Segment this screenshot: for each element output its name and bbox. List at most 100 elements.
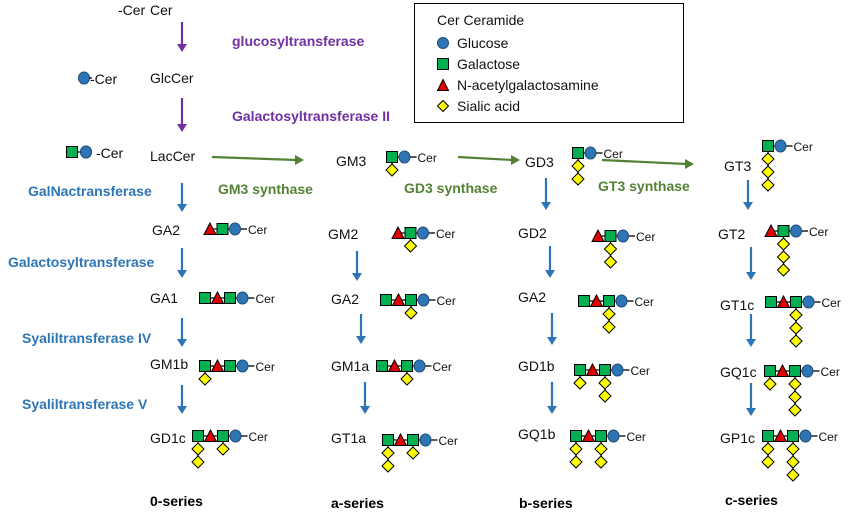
galnac-triangle-icon — [436, 78, 450, 91]
compound-ga2-0: GA2 — [152, 222, 181, 238]
glucose-circle-icon — [774, 139, 787, 153]
compound-gt1a-a: GT1a — [331, 430, 367, 446]
legend-glucose: Glucose — [437, 35, 508, 51]
sialic-diamond-icon — [602, 320, 616, 334]
compound-ga2-a: GA2 — [331, 291, 360, 307]
ceramide-label: Cer — [256, 292, 275, 306]
arrow-0-2-head — [177, 270, 187, 278]
compound-gd1c-0: GD1c — [150, 430, 186, 446]
sialic-diamond-icon — [385, 163, 399, 177]
glucose-circle-icon — [615, 294, 628, 308]
compound-ga2-b: GA2 — [518, 289, 547, 305]
galactose-square-icon — [382, 434, 394, 446]
arrow-c-4-head — [746, 408, 756, 416]
laccer-label: LacCer — [150, 148, 196, 164]
arrow-a-2-head — [356, 336, 366, 344]
arrow-a-3-head — [360, 406, 370, 414]
galnac-triangle-icon — [393, 432, 408, 446]
compound-gt1c-c: GT1c — [720, 297, 755, 313]
galactose-square-icon — [380, 294, 392, 306]
glucose-circle-icon — [417, 293, 430, 307]
sialic-diamond-icon — [571, 172, 585, 186]
compound-gd1b-b: GD1b — [518, 358, 555, 374]
galnac-triangle-icon — [589, 293, 604, 307]
sialic-diamond-icon — [786, 442, 800, 456]
ceramide-label: Cer — [437, 294, 456, 308]
galactose-square-icon — [217, 430, 229, 442]
glucose-circle-icon — [78, 71, 90, 85]
compound-gd2-b: GD2 — [518, 225, 547, 241]
galactose-square-icon — [578, 295, 590, 307]
compound-gt3-c: GT3 — [724, 158, 752, 174]
sialic-diamond-icon — [776, 250, 791, 264]
glucose-circle-icon — [419, 433, 432, 447]
ceramide-label: Cer — [436, 227, 455, 241]
ceramide-label: Cer — [256, 360, 275, 374]
ceramide-label: Cer — [433, 360, 452, 374]
galactose-square-icon — [604, 230, 617, 242]
legend-galnac: N-acetylgalactosamine — [436, 77, 599, 93]
arrow-0-1-head — [177, 204, 187, 212]
ceramide-label: Cer — [249, 430, 268, 444]
sialic-diamond-icon — [602, 307, 616, 321]
galactose-square-icon — [386, 151, 398, 163]
arrow-c-1-head — [743, 202, 753, 210]
sialic-diamond-icon — [788, 390, 802, 404]
arrow-gt3-synthase — [601, 158, 687, 166]
galactose-square-icon — [574, 364, 586, 376]
sialic-diamond-icon — [406, 446, 420, 460]
ceramide-label: Cer — [636, 230, 655, 244]
glucose-circle-icon — [236, 359, 249, 373]
galnac-triangle-icon — [773, 428, 788, 442]
sialic-diamond-icon — [436, 99, 450, 113]
arrow-0-3-head — [177, 339, 187, 347]
galnac-triangle-icon — [203, 428, 218, 442]
arrow-gd3-synthase — [457, 155, 513, 162]
sialic-diamond-icon — [788, 377, 802, 391]
sialic-diamond-icon — [789, 321, 803, 335]
sialic-diamond-icon — [400, 372, 414, 386]
glucose-circle-icon — [80, 145, 92, 159]
sialic-diamond-icon — [789, 308, 803, 322]
arrow-gm3-synthase-head — [295, 155, 304, 165]
arrow-gd3-synthase-head — [511, 155, 520, 165]
galactose-square-icon — [764, 365, 776, 377]
galactose-square-icon — [405, 294, 417, 306]
sialic-diamond-icon — [191, 442, 205, 456]
compound-gm2-a: GM2 — [328, 226, 359, 242]
sialic-diamond-icon — [786, 468, 800, 482]
ceramide-label: Cer — [627, 430, 646, 444]
galactose-square-icon — [762, 430, 774, 442]
enzyme-syaliltransferase-iv: Syaliltransferase IV — [22, 330, 152, 346]
enzyme-gt3-synthase: GT3 synthase — [598, 178, 690, 194]
arrow-c-3-head — [746, 339, 756, 347]
galactose-square-icon — [572, 147, 584, 159]
galactose-square-icon — [401, 360, 413, 372]
sialic-diamond-icon — [776, 263, 791, 277]
sialic-diamond-icon — [594, 455, 608, 469]
galactose-square-icon — [199, 360, 211, 372]
series-b-label: b-series — [519, 495, 573, 511]
legend-box: Cer Ceramide Glucose Galactose N-acetylg… — [414, 3, 684, 123]
glucose-circle-icon — [229, 222, 241, 236]
sialic-diamond-icon — [381, 446, 395, 460]
sialic-diamond-icon — [569, 455, 583, 469]
glucose-circle-icon — [398, 150, 411, 164]
galactose-square-icon — [224, 292, 236, 304]
arrow-b-4-head — [547, 406, 557, 414]
series-0-label: 0-series — [150, 493, 203, 509]
galactose-square-icon — [603, 295, 615, 307]
ceramide-label: Cer — [631, 364, 650, 378]
ceramide-label: Cer — [604, 147, 623, 161]
sialic-diamond-icon — [594, 442, 608, 456]
galactose-square-icon — [599, 364, 611, 376]
sialic-diamond-icon — [191, 455, 205, 469]
enzyme-gm3-synthase: GM3 synthase — [218, 181, 313, 197]
galactose-square-icon — [192, 430, 204, 442]
sialic-diamond-icon — [573, 376, 587, 390]
galnac-triangle-icon — [203, 221, 217, 235]
ceramide-label: Cer — [248, 223, 267, 237]
legend-sialic: Sialic acid — [436, 98, 520, 114]
arrow-b-2-head — [545, 270, 555, 278]
